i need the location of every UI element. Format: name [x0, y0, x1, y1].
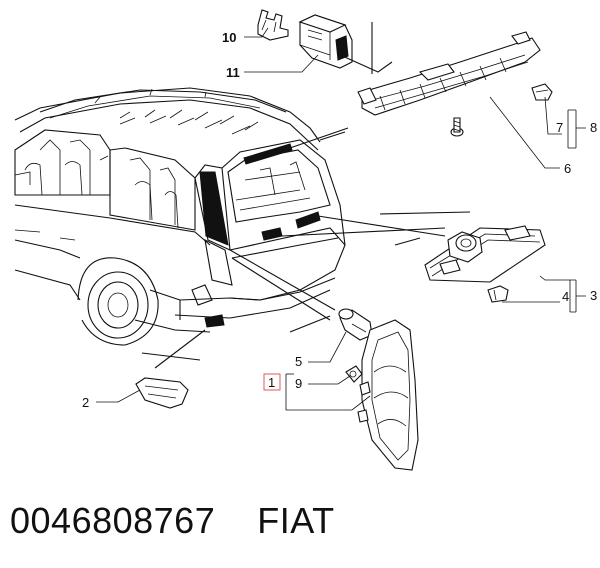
part-7-bulb — [531, 83, 553, 101]
part-caption: 0046808767 FIAT — [10, 500, 335, 542]
callout-1-highlight — [263, 373, 281, 391]
callout-11: 11 — [226, 65, 240, 80]
callout-8: 8 — [590, 120, 597, 135]
callout-10: 10 — [222, 30, 236, 45]
part-small-bulb-4 — [487, 285, 509, 303]
callout-6: 6 — [564, 161, 571, 176]
callout-3: 3 — [590, 288, 597, 303]
car-illustration — [14, 87, 346, 361]
callout-2: 2 — [82, 395, 89, 410]
brand-name: FIAT — [257, 500, 335, 541]
parts-diagram: 10 11 7 8 6 4 3 5 1 9 2 — [14, 9, 597, 471]
part-6-screw — [450, 117, 464, 137]
part-11-connector — [298, 14, 353, 69]
callout-5: 5 — [295, 354, 302, 369]
part-number: 0046808767 — [10, 500, 216, 541]
part-10-clip — [257, 9, 289, 41]
part-9-bulb — [345, 365, 363, 383]
part-4-plate-lamp — [424, 225, 546, 283]
part-1-rear-lamp — [357, 319, 419, 471]
part-2-side-reflector — [135, 377, 189, 409]
callout-leaders — [96, 27, 586, 411]
callout-1: 1 — [268, 375, 275, 390]
part-5-bulb-holder — [338, 308, 373, 341]
callout-7: 7 — [556, 120, 563, 135]
callout-4: 4 — [562, 289, 569, 304]
callout-9: 9 — [295, 376, 302, 391]
high-mount-stop-light — [357, 31, 541, 116]
